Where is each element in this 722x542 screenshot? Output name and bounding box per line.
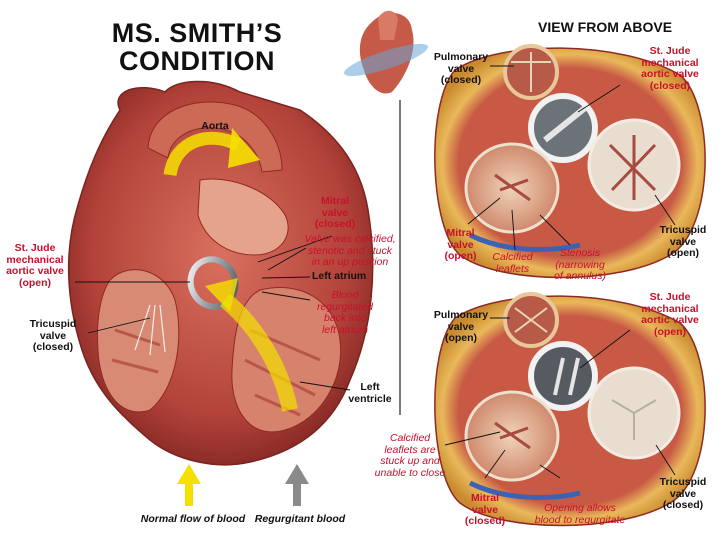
heart-cross-section — [67, 80, 374, 466]
legend-arrow-regurgitant — [285, 464, 309, 506]
label-left-atrium: Left atrium — [312, 270, 367, 282]
label-aorta: Aorta — [201, 120, 229, 132]
page-title-line1: MS. SMITH’S — [111, 18, 283, 48]
page-title-line2: CONDITION — [119, 46, 275, 76]
legend-normal-label: Normal flow of blood — [140, 513, 246, 525]
valves-top-view-lower — [434, 292, 706, 527]
legend-regurgitant-label: Regurgitant blood — [254, 513, 346, 525]
valves-top-view-upper — [434, 44, 706, 279]
view-from-above-title: VIEW FROM ABOVE — [538, 19, 673, 35]
heart-thumbnail — [344, 10, 428, 94]
legend-arrow-normal — [177, 464, 201, 506]
leader-lines — [75, 65, 676, 479]
